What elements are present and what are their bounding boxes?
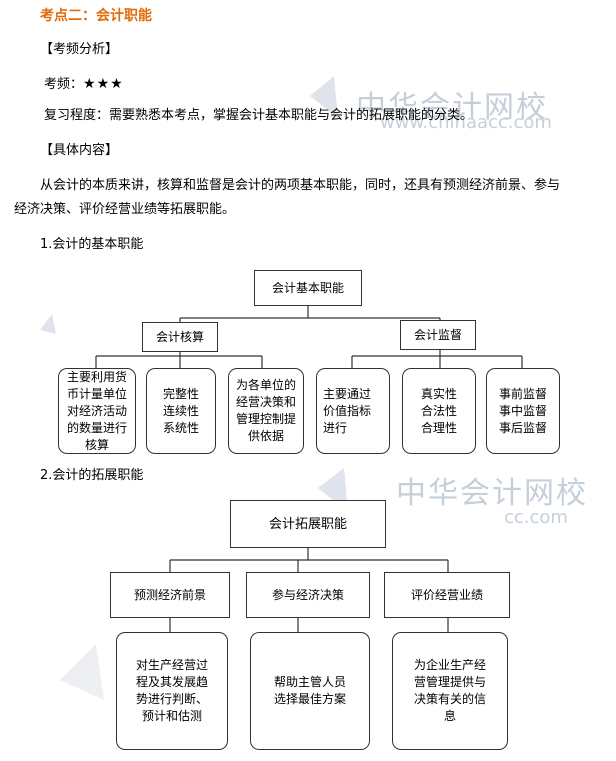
root-node-basic: 会计基本职能 bbox=[254, 270, 362, 306]
review-text: 复习程度：需要熟悉本考点，掌握会计基本职能与会计的拓展职能的分类。 bbox=[44, 108, 474, 123]
leaf-supervision-timing: 事前监督 事中监督 事后监督 bbox=[486, 368, 560, 454]
frequency-label: 考频： bbox=[44, 77, 84, 92]
leaf-accounting-traits: 完整性 连续性 系统性 bbox=[146, 368, 216, 454]
node-evaluation: 评价经营业绩 bbox=[384, 572, 510, 618]
intro-line-1: 从会计的本质来讲，核算和监督是会计的两项基本职能，同时，还具有预测经济前景、参与 bbox=[40, 178, 561, 193]
watermark-text: 中华会计网校 bbox=[356, 90, 548, 125]
watermark-url: www.chinaacc.com bbox=[380, 112, 552, 133]
leaf-accounting-purpose: 为各单位的 经营决策和 管理控制提 供依据 bbox=[228, 368, 304, 454]
frequency-line: 考频：★★★ bbox=[44, 76, 124, 93]
leaf-accounting-method: 主要利用货 币计量单位 对经济活动 的数量进行 核算 bbox=[58, 368, 136, 454]
leaf-supervision-method: 主要通过 价值指标 进行 bbox=[316, 368, 390, 454]
node-accounting: 会计核算 bbox=[142, 322, 218, 352]
node-forecast: 预测经济前景 bbox=[110, 572, 230, 618]
section2-title: 2.会计的拓展职能 bbox=[40, 468, 144, 483]
watermark-url-2: cc.com bbox=[504, 507, 568, 528]
root-node-extended: 会计拓展职能 bbox=[230, 500, 386, 548]
star-rating: ★★★ bbox=[83, 76, 124, 92]
analysis-label: 【考频分析】 bbox=[40, 42, 119, 57]
leaf-decision-detail: 帮助主管人员 选择最佳方案 bbox=[250, 632, 370, 750]
leaf-supervision-traits: 真实性 合法性 合理性 bbox=[402, 368, 476, 454]
node-supervision: 会计监督 bbox=[400, 320, 476, 350]
page-title: 考点二：会计职能 bbox=[40, 8, 152, 24]
node-decision: 参与经济决策 bbox=[246, 572, 370, 618]
watermark-logo-icon bbox=[310, 76, 338, 118]
watermark-text-2: 中华会计网校 bbox=[396, 476, 588, 511]
leaf-evaluation-detail: 为企业生产经 营管理提供与 决策有关的信 息 bbox=[392, 632, 508, 750]
leaf-forecast-detail: 对生产经营过 程及其发展趋 势进行判断、 预计和估测 bbox=[116, 632, 228, 750]
intro-line-2: 经济决策、评价经营业绩等拓展职能。 bbox=[14, 202, 236, 217]
section1-title: 1.会计的基本职能 bbox=[40, 237, 144, 252]
content-label: 【具体内容】 bbox=[40, 143, 119, 158]
